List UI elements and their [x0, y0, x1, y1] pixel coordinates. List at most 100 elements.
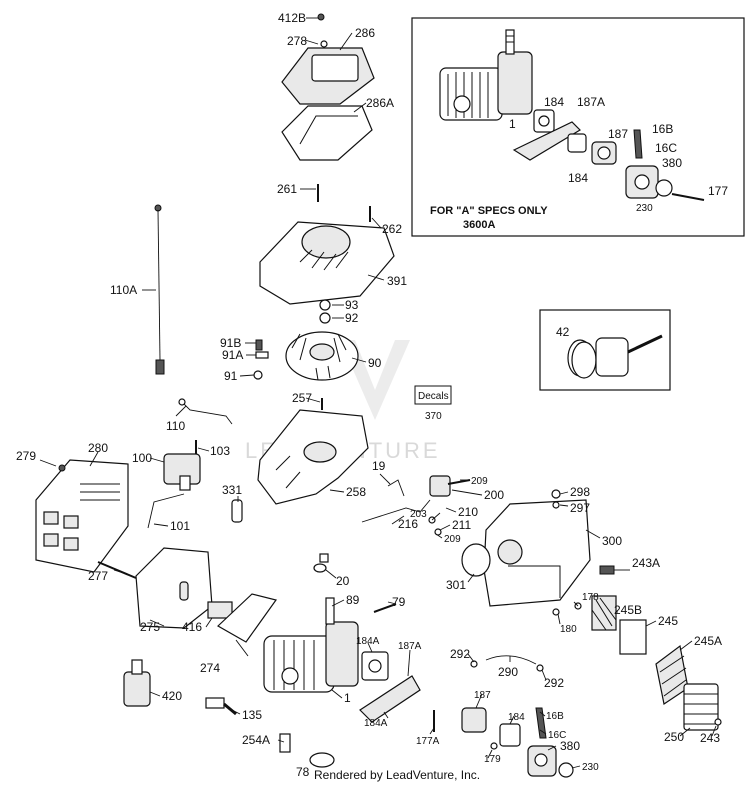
- label-91a: 91A: [222, 348, 243, 362]
- label-100: 100: [132, 451, 152, 465]
- inset-a-specs-box: FOR "A" SPECS ONLY 3600A 184 187A 1 187 …: [411, 17, 745, 237]
- label-297: 297: [570, 501, 590, 515]
- label-258: 258: [346, 485, 366, 499]
- label-20: 20: [336, 574, 350, 588]
- label-110a: 110A: [110, 283, 137, 297]
- label-89: 89: [346, 593, 360, 607]
- label-275: 275: [140, 620, 160, 634]
- label-91: 91: [224, 369, 238, 383]
- screw-279: [58, 464, 66, 472]
- gasket-274: [216, 593, 278, 643]
- label-187a: 187A: [398, 641, 422, 652]
- gasket-184: [499, 723, 521, 747]
- blower-housing-391: [259, 221, 395, 305]
- label-286a: 286A: [366, 96, 394, 110]
- label-292b: 292: [544, 676, 564, 690]
- label-209b: 209: [444, 534, 461, 545]
- label-261: 261: [277, 182, 297, 196]
- leader-lines: [39, 17, 717, 769]
- screw-91b: [255, 339, 263, 351]
- label-254a: 254A: [242, 733, 270, 747]
- label-93: 93: [345, 298, 359, 312]
- label-274: 274: [200, 661, 220, 675]
- label-103: 103: [210, 444, 230, 458]
- label-298: 298: [570, 485, 590, 499]
- part-298: [551, 489, 561, 499]
- bushing-243a: [599, 565, 615, 575]
- label-inset-380: 380: [662, 156, 682, 170]
- spark-plug-boot-331: [231, 499, 243, 523]
- label-inset-16b: 16B: [652, 122, 673, 136]
- fuel-cap-301: [461, 543, 491, 577]
- label-1: 1: [344, 691, 351, 705]
- label-203: 203: [410, 509, 427, 520]
- label-290: 290: [498, 665, 518, 679]
- label-245: 245: [658, 614, 678, 628]
- nut-93: [319, 299, 331, 311]
- fuel-line-290: [485, 655, 537, 665]
- filter-245: [619, 619, 647, 655]
- label-inset-177: 177: [708, 184, 728, 198]
- decals-callout: Decals 370: [414, 385, 452, 422]
- air-filter-286a: [281, 105, 373, 161]
- label-245a: 245A: [694, 634, 722, 648]
- muffler-shield-280: [35, 459, 129, 573]
- flywheel-90: [285, 331, 359, 381]
- label-179: 179: [484, 754, 501, 765]
- label-277: 277: [88, 569, 108, 583]
- label-inset-230: 230: [636, 203, 653, 214]
- label-135: 135: [242, 708, 262, 722]
- inset-plate-187a: [512, 121, 581, 161]
- carburetor-380: [527, 707, 574, 778]
- label-280: 280: [88, 441, 108, 455]
- filter-250: [683, 683, 719, 731]
- plate-187a: [359, 675, 421, 723]
- footer-credit: Rendered by LeadVenture, Inc.: [314, 768, 480, 782]
- piston-ring-box: 42: [539, 309, 671, 391]
- label-216: 216: [398, 517, 418, 531]
- part-20: [313, 563, 327, 573]
- label-16c: 16C: [548, 730, 566, 741]
- washer-91: [253, 370, 263, 380]
- inset-note-line2: 3600A: [463, 219, 495, 231]
- label-78: 78: [296, 765, 310, 779]
- label-245b: 245B: [614, 603, 642, 617]
- filter-245a: [655, 644, 689, 705]
- part-labels: 412B 278 286 286A 261 262 391 110A 93 92…: [16, 11, 722, 779]
- label-211: 211: [452, 518, 471, 532]
- label-243: 243: [700, 731, 720, 745]
- label-331: 331: [222, 483, 242, 497]
- spark-plug-135: [205, 697, 237, 716]
- label-inset-187a: 187A: [577, 95, 605, 109]
- label-184a-b: 184A: [364, 718, 388, 729]
- label-187: 187: [474, 690, 491, 701]
- engine-housing-258: [257, 409, 369, 505]
- label-19: 19: [372, 459, 386, 473]
- label-110: 110: [166, 419, 185, 433]
- label-300: 300: [602, 534, 622, 548]
- label-184: 184: [508, 712, 525, 723]
- washer-78: [309, 752, 335, 768]
- label-90: 90: [368, 356, 382, 370]
- air-filter-cover-286: [281, 13, 375, 105]
- label-200: 200: [484, 488, 504, 502]
- label-257: 257: [292, 391, 312, 405]
- label-79: 79: [392, 595, 406, 609]
- label-inset-187: 187: [608, 127, 628, 141]
- label-243a: 243A: [632, 556, 660, 570]
- label-420: 420: [162, 689, 182, 703]
- part-89: [319, 553, 329, 563]
- part-179: [490, 742, 498, 750]
- inset-engine: [439, 29, 533, 121]
- label-16b: 16B: [546, 711, 564, 722]
- label-262: 262: [382, 222, 402, 236]
- inset-note-line1: FOR "A" SPECS ONLY: [430, 205, 548, 217]
- part-180: [552, 608, 560, 616]
- decals-label: Decals: [418, 391, 449, 402]
- part-297: [552, 501, 560, 509]
- oil-bottle-420: [123, 659, 151, 707]
- label-278: 278: [287, 34, 307, 48]
- label-inset-184: 184: [544, 95, 564, 109]
- label-412b: 412B: [278, 11, 306, 25]
- label-180: 180: [560, 624, 577, 635]
